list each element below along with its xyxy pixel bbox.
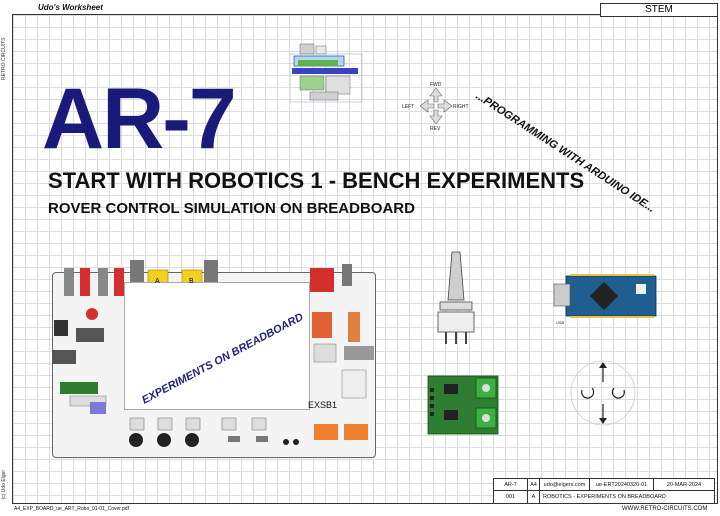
tb-code: AR-7 [494, 479, 528, 491]
tb-sheet: 001 [494, 491, 528, 503]
rotation-arrows-icon [570, 360, 636, 426]
arduino-nano-illustration: USB [553, 274, 657, 325]
tb-doc-id: ue-ERT20240320-01 [590, 479, 654, 491]
footer-filename: A4_EXP_BOARD_ue_ART_Robo_01-01_Cover.pdf [14, 506, 129, 512]
toggle-switch-illustration [437, 251, 475, 344]
tb-description: ROBOTICS - EXPERIMENTS ON BREADBOARD [543, 494, 666, 500]
dir-left-label: LEFT [402, 104, 415, 110]
motor-a-label: A [155, 278, 160, 285]
motor-driver-illustration [427, 375, 499, 435]
dir-right-label: RIGHT [453, 104, 469, 110]
project-code: AR-7 [42, 71, 237, 167]
exsb-label: EXSB1 [308, 400, 338, 410]
side-label-top: RETRO CIRCUITS [1, 37, 7, 81]
tb-date: 20-MAR-2024 [654, 479, 714, 491]
title-block: AR-7 A4 udo@elgers.com ue-ERT20240320-01… [493, 478, 715, 504]
worksheet-title: Udo's Worksheet [36, 3, 105, 12]
category-label: STEM [600, 3, 718, 17]
tb-size: A4 [528, 479, 540, 491]
tb-rev: A [528, 491, 540, 503]
footer-website: WWW.RETRO-CIRCUITS.COM [622, 506, 708, 512]
dir-rev-label: REV [430, 126, 441, 132]
rover-robot-illustration [290, 43, 363, 103]
tb-email: udo@elgers.com [540, 479, 590, 491]
page-subtitle: ROVER CONTROL SIMULATION ON BREADBOARD [48, 200, 415, 217]
motor-b-label: B [189, 278, 194, 285]
side-label-bottom: (c) Udo Elger [1, 470, 7, 500]
breadboard [124, 282, 310, 410]
page-title: START WITH ROBOTICS 1 - BENCH EXPERIMENT… [48, 168, 585, 193]
svg-text:USB: USB [556, 320, 565, 325]
dir-fwd-label: FWD [430, 82, 442, 88]
direction-arrows-icon [419, 87, 453, 125]
